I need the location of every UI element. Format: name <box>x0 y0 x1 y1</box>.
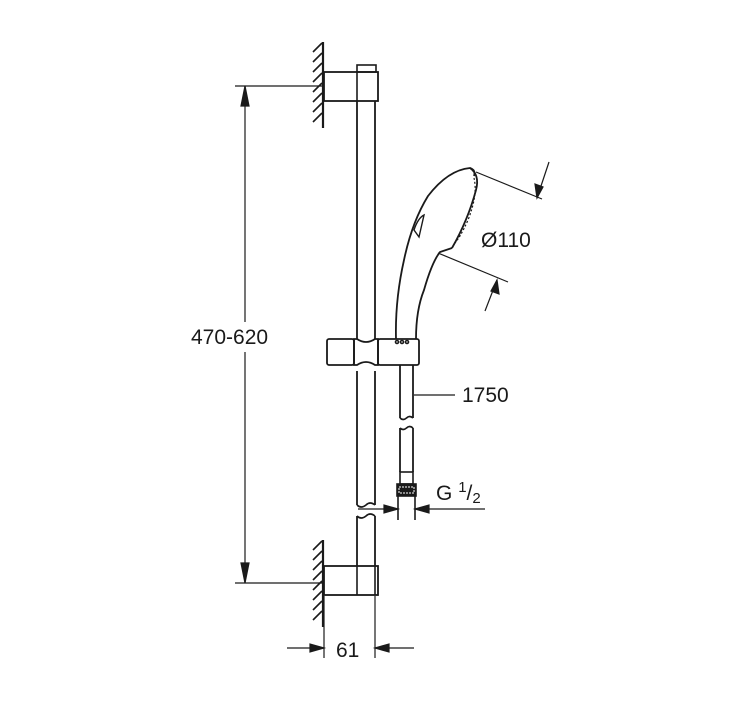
height-dimension <box>235 85 322 584</box>
thread-denominator: 2 <box>472 490 481 507</box>
slider-holder <box>326 338 420 366</box>
diameter-label: Ø110 <box>481 229 531 252</box>
bottom-wall-bracket <box>323 565 379 596</box>
top-wall-hatch <box>312 42 325 128</box>
thread-prefix: G <box>436 482 453 505</box>
offset-dimension <box>287 596 414 658</box>
shower-hose <box>396 365 417 520</box>
thread-numerator: 1 <box>458 479 467 496</box>
wall-offset-label: 61 <box>336 639 360 662</box>
thread-label: G 1/2 <box>436 480 481 507</box>
hand-shower <box>395 167 479 340</box>
thread-dimension <box>358 504 485 514</box>
shower-rail <box>356 101 376 566</box>
height-range-label: 470-620 <box>191 326 269 349</box>
hose-length-label: 1750 <box>462 384 509 407</box>
top-wall-bracket <box>323 64 379 102</box>
bottom-wall-hatch <box>312 540 325 627</box>
diameter-dimension <box>437 161 550 312</box>
thread-slash: / <box>466 482 473 505</box>
